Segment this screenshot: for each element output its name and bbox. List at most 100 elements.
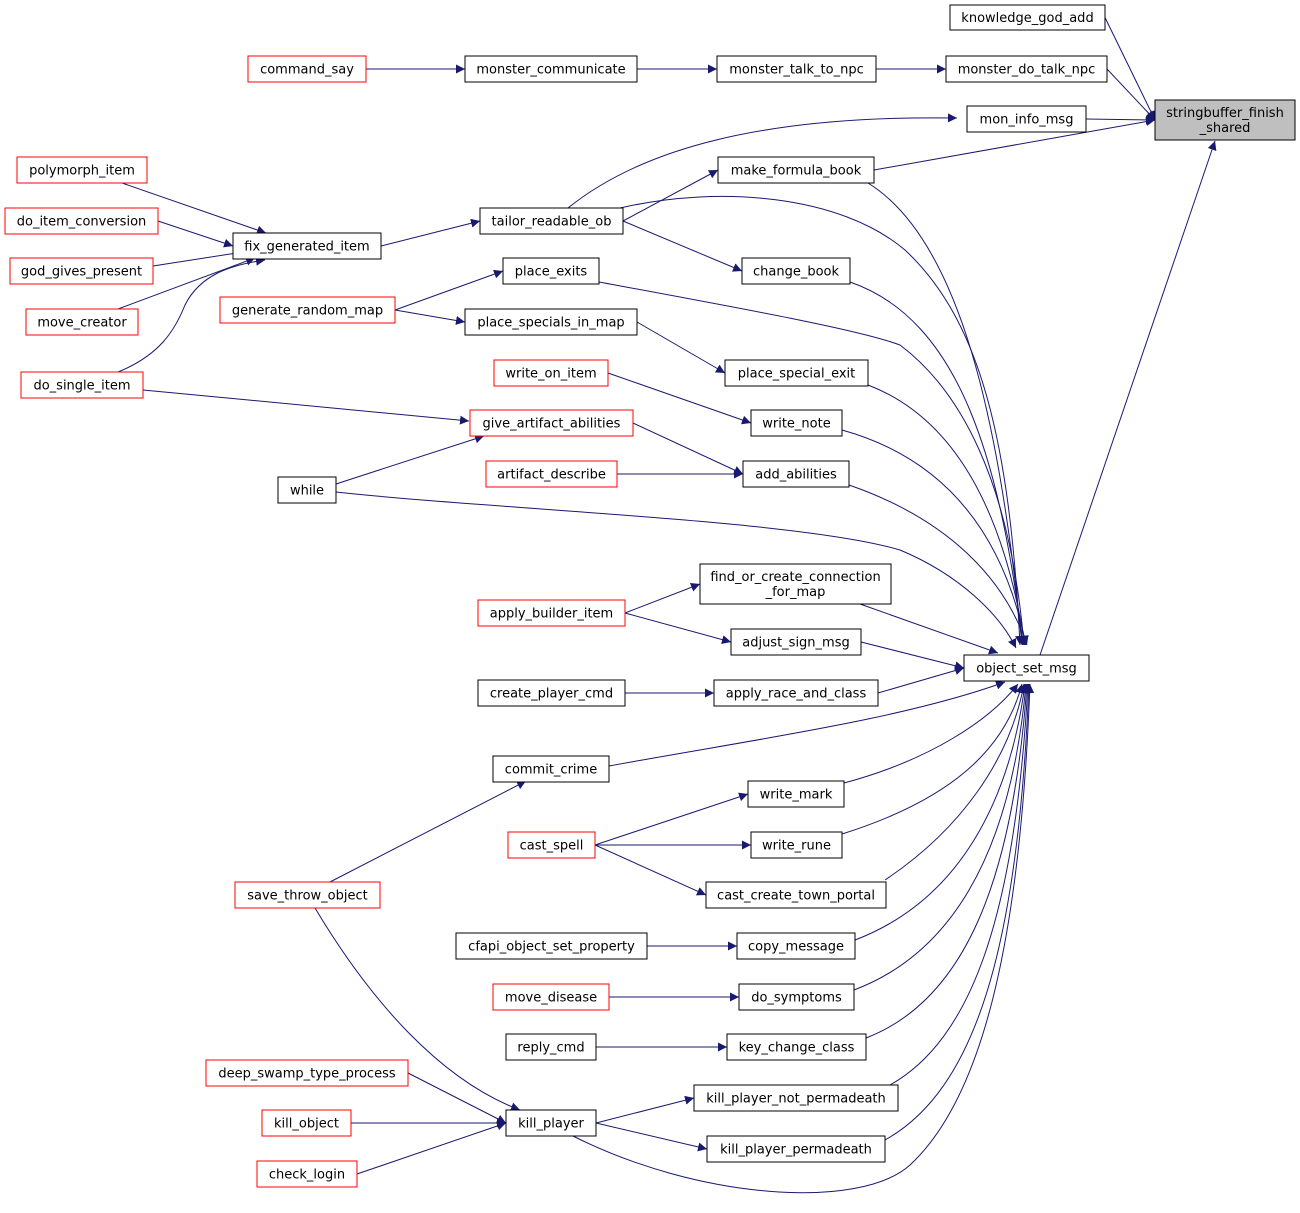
node-check_login[interactable]: check_login xyxy=(256,1160,358,1188)
node-kill_player[interactable]: kill_player xyxy=(505,1109,597,1137)
node-while[interactable]: while xyxy=(277,476,337,504)
node-apply_race_and_class[interactable]: apply_race_and_class xyxy=(713,679,879,707)
node-deep_swamp_type_process[interactable]: deep_swamp_type_process xyxy=(205,1059,409,1087)
node-label: add_abilities xyxy=(755,468,837,483)
edge-kill_player_not_permadeath-to-object_set_msg xyxy=(889,683,1032,1086)
node-cast_create_town_portal[interactable]: cast_create_town_portal xyxy=(705,881,887,909)
node-box xyxy=(1154,99,1296,141)
node-tailor_readable_ob[interactable]: tailor_readable_ob xyxy=(479,207,624,235)
node-mon_info_msg[interactable]: mon_info_msg xyxy=(966,105,1087,133)
edge-fix_generated_item-to-tailor_readable_ob xyxy=(380,218,481,247)
node-label: command_say xyxy=(260,63,354,78)
node-box xyxy=(750,409,843,437)
node-label: place_special_exit xyxy=(738,367,856,382)
node-label: mon_info_msg xyxy=(980,113,1074,128)
node-do_symptoms[interactable]: do_symptoms xyxy=(738,983,855,1011)
node-label: deep_swamp_type_process xyxy=(218,1067,396,1082)
node-knowledge_god_add[interactable]: knowledge_god_add xyxy=(949,4,1106,31)
node-label: key_change_class xyxy=(739,1041,855,1056)
edge-while-to-give_artifact_abilities xyxy=(335,434,485,485)
node-label: polymorph_item xyxy=(29,164,135,179)
edge-add_abilities-to-object_set_msg xyxy=(848,484,1029,646)
node-generate_random_map[interactable]: generate_random_map xyxy=(219,296,396,324)
node-box xyxy=(479,207,624,235)
node-box xyxy=(699,563,892,605)
node-label: fix_generated_item xyxy=(244,240,369,255)
node-object_set_msg[interactable]: object_set_msg xyxy=(963,654,1090,682)
node-write_on_item[interactable]: write_on_item xyxy=(493,359,609,387)
edge-copy_message-to-object_set_msg xyxy=(854,683,1029,941)
node-key_change_class[interactable]: key_change_class xyxy=(726,1033,867,1061)
node-command_say[interactable]: command_say xyxy=(247,55,367,83)
node-box xyxy=(9,257,154,285)
node-place_special_exit[interactable]: place_special_exit xyxy=(724,359,869,387)
node-label: cast_create_town_portal xyxy=(717,889,875,904)
node-label: copy_message xyxy=(748,940,844,955)
node-box xyxy=(706,1135,886,1163)
node-give_artifact_abilities[interactable]: give_artifact_abilities xyxy=(469,409,634,437)
edge-commit_crime-to-object_set_msg xyxy=(608,680,1006,767)
node-make_formula_book[interactable]: make_formula_book xyxy=(717,156,875,184)
node-label: stringbuffer_finish xyxy=(1166,106,1284,121)
edge-god_gives_present-to-fix_generated_item xyxy=(152,248,244,267)
node-label: place_exits xyxy=(515,265,588,280)
node-find_or_create_connection_for_map[interactable]: find_or_create_connection_for_map xyxy=(699,563,892,605)
edge-change_book-to-object_set_msg xyxy=(849,281,1027,646)
node-copy_message[interactable]: copy_message xyxy=(736,932,856,960)
node-monster_do_talk_npc[interactable]: monster_do_talk_npc xyxy=(945,55,1108,83)
node-adjust_sign_msg[interactable]: adjust_sign_msg xyxy=(730,628,862,656)
node-kill_player_not_permadeath[interactable]: kill_player_not_permadeath xyxy=(693,1084,899,1112)
node-apply_builder_item[interactable]: apply_builder_item xyxy=(477,599,626,627)
node-polymorph_item[interactable]: polymorph_item xyxy=(16,156,148,184)
node-box xyxy=(963,654,1090,682)
edge-polymorph_item-to-fix_generated_item xyxy=(121,182,267,235)
node-box xyxy=(277,476,337,504)
edge-place_special_exit-to-object_set_msg xyxy=(867,384,1029,646)
node-box xyxy=(492,983,610,1011)
node-label: write_rune xyxy=(762,839,831,854)
node-do_item_conversion[interactable]: do_item_conversion xyxy=(4,207,159,235)
node-box xyxy=(736,932,856,960)
node-kill_object[interactable]: kill_object xyxy=(261,1109,352,1137)
node-reply_cmd[interactable]: reply_cmd xyxy=(505,1033,597,1061)
node-monster_talk_to_npc[interactable]: monster_talk_to_npc xyxy=(716,55,877,83)
node-label: kill_object xyxy=(274,1117,339,1132)
edge-object_set_msg-to-stringbuffer_finish_shared xyxy=(1039,140,1217,656)
node-box xyxy=(741,257,851,285)
node-label: find_or_create_connection xyxy=(710,570,880,585)
edge-cast_create_town_portal-to-object_set_msg xyxy=(884,683,1027,881)
node-box xyxy=(4,207,159,235)
node-label: cfapi_object_set_property xyxy=(468,940,635,955)
node-label: check_login xyxy=(269,1168,345,1183)
edge-deep_swamp_type_process-to-kill_player xyxy=(407,1072,507,1124)
node-do_single_item[interactable]: do_single_item xyxy=(20,371,144,399)
node-box xyxy=(455,932,648,960)
node-add_abilities[interactable]: add_abilities xyxy=(742,460,850,488)
node-create_player_cmd[interactable]: create_player_cmd xyxy=(477,679,626,707)
node-label: monster_communicate xyxy=(476,63,625,78)
node-cast_spell[interactable]: cast_spell xyxy=(507,831,596,859)
node-move_disease[interactable]: move_disease xyxy=(492,983,610,1011)
node-write_mark[interactable]: write_mark xyxy=(747,780,845,808)
node-box xyxy=(742,460,850,488)
node-label: object_set_msg xyxy=(976,662,1077,677)
node-place_exits[interactable]: place_exits xyxy=(502,257,600,285)
edge-generate_random_map-to-place_exits xyxy=(394,269,504,311)
node-kill_player_permadeath[interactable]: kill_player_permadeath xyxy=(706,1135,886,1163)
node-fix_generated_item[interactable]: fix_generated_item xyxy=(232,232,382,260)
node-move_creator[interactable]: move_creator xyxy=(25,308,139,336)
node-god_gives_present[interactable]: god_gives_present xyxy=(9,257,154,285)
node-place_specials_in_map[interactable]: place_specials_in_map xyxy=(464,308,638,336)
node-stringbuffer_finish_shared[interactable]: stringbuffer_finish_shared xyxy=(1154,99,1296,141)
node-commit_crime[interactable]: commit_crime xyxy=(492,755,610,783)
node-write_rune[interactable]: write_rune xyxy=(750,831,843,859)
node-monster_communicate[interactable]: monster_communicate xyxy=(464,55,638,83)
node-write_note[interactable]: write_note xyxy=(750,409,843,437)
node-label: tailor_readable_ob xyxy=(492,215,612,230)
node-save_throw_object[interactable]: save_throw_object xyxy=(234,881,381,909)
node-change_book[interactable]: change_book xyxy=(741,257,851,285)
edge-key_change_class-to-object_set_msg xyxy=(865,683,1031,1039)
node-artifact_describe[interactable]: artifact_describe xyxy=(485,460,618,488)
node-cfapi_object_set_property[interactable]: cfapi_object_set_property xyxy=(455,932,648,960)
node-box xyxy=(205,1059,409,1087)
